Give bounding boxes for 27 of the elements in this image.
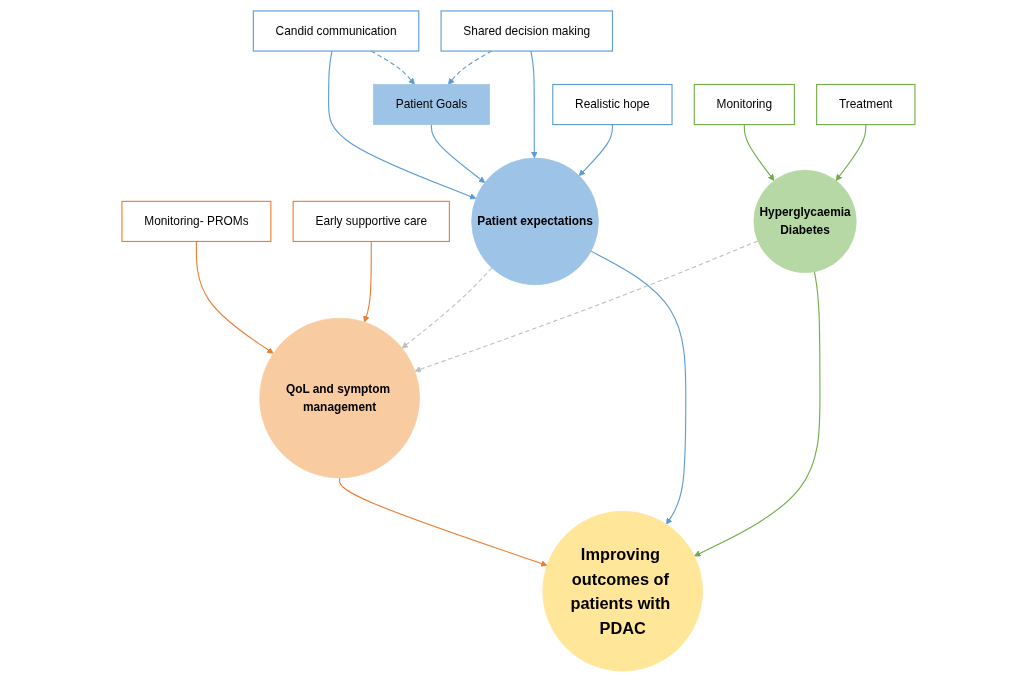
- arrow: [693, 271, 820, 557]
- node-circle: Patient expectations: [470, 157, 599, 286]
- node-circle: Improving outcomes of patients with PDAC: [541, 510, 703, 672]
- arrow: [195, 240, 274, 354]
- node-box: Realistic hope: [551, 83, 673, 126]
- arrow: [327, 50, 476, 200]
- arrow: [529, 50, 538, 159]
- node-box: Treatment: [815, 83, 916, 126]
- arrow: [578, 124, 613, 177]
- node-box: Monitoring: [693, 83, 795, 126]
- arrow: [338, 477, 547, 567]
- node-box: Monitoring- PROMs: [120, 200, 271, 242]
- arrow: [430, 124, 485, 183]
- node-circle: Hyperglycaemia Diabetes: [753, 169, 857, 273]
- node-box: Patient Goals: [372, 84, 490, 125]
- arrow: [447, 50, 492, 85]
- arrow: [835, 124, 866, 181]
- node-circle: QoL and symptom management: [258, 317, 420, 479]
- arrow: [370, 50, 415, 85]
- arrow: [590, 250, 686, 525]
- arrow: [743, 124, 774, 181]
- arrow: [401, 267, 492, 349]
- node-box: Early supportive care: [292, 200, 450, 242]
- arrow: [362, 240, 372, 323]
- node-box: Shared decision making: [440, 10, 613, 52]
- node-box: Candid communication: [252, 10, 419, 52]
- arrow: [414, 240, 758, 373]
